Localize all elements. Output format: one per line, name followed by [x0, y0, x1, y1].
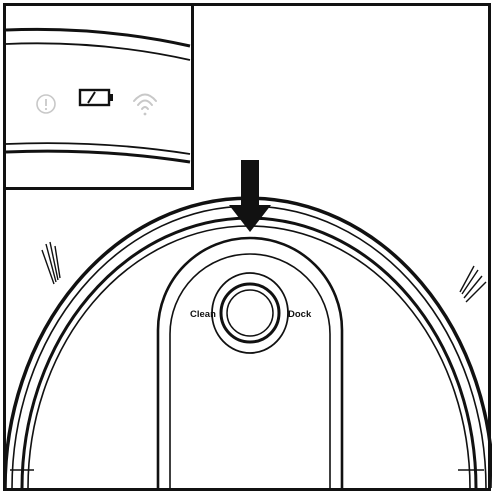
- figure-frame: [3, 3, 491, 491]
- side-brush-right: [459, 265, 487, 303]
- power-button[interactable]: [226, 289, 274, 337]
- dock-button-label[interactable]: Dock: [288, 309, 312, 320]
- inset-battery-icon: [78, 88, 113, 107]
- inset-wifi-icon: [133, 93, 157, 116]
- pointer-arrow: [229, 160, 271, 232]
- inset-alert-icon: [36, 94, 56, 114]
- clean-button-label[interactable]: Clean: [190, 309, 216, 320]
- robot-vacuum: Clean Dock: [3, 196, 492, 489]
- control-panel-outer: [156, 236, 344, 488]
- indicator-inset: [3, 3, 194, 190]
- control-panel-inner: [169, 253, 331, 488]
- side-brush-left: [41, 241, 61, 285]
